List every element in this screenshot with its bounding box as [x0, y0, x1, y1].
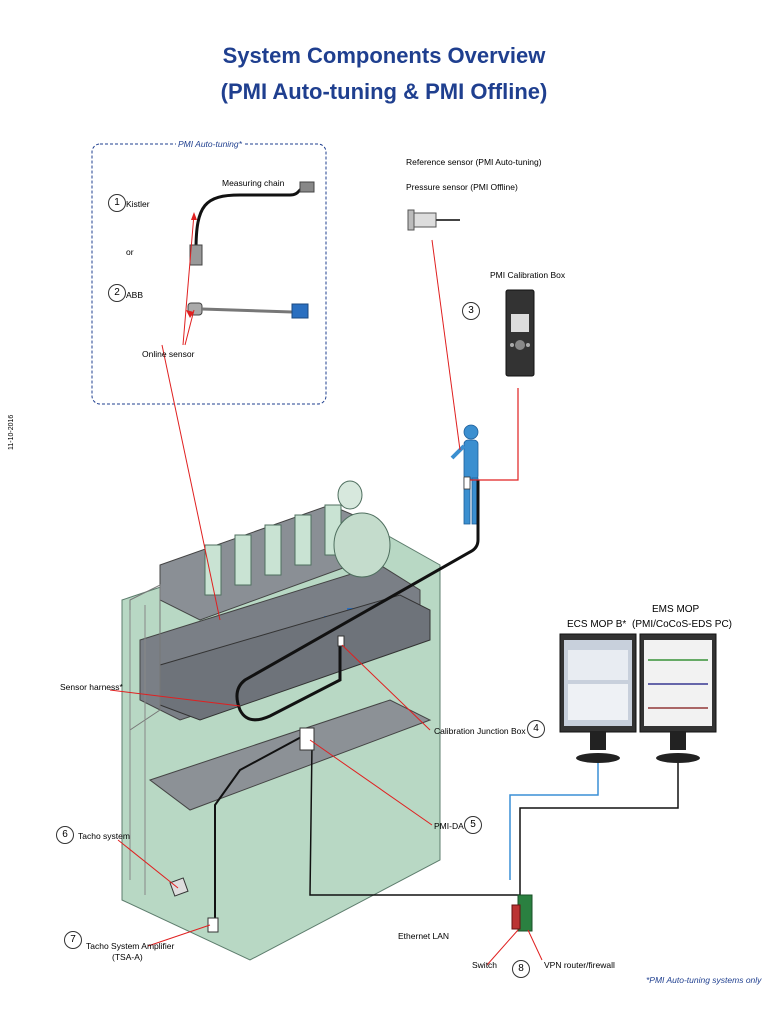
calibration-junction-box: [337, 635, 345, 647]
ems-mop-label-2: (PMI/CoCoS-EDS PC): [632, 619, 733, 630]
tacho-system-box: [169, 877, 189, 897]
leader-lines: [109, 213, 543, 966]
auto-tuning-box: [91, 143, 327, 405]
engine-graphic: [121, 480, 441, 961]
callout-number-4: 4: [527, 720, 545, 738]
footnote: *PMI Auto-tuning systems only: [646, 975, 762, 985]
page-subtitle: (PMI Auto-tuning & PMI Offline): [220, 79, 548, 104]
measuring-chain-label: Measuring chain: [222, 178, 285, 188]
ems-cable: [519, 755, 679, 895]
tacho-amp-label-1: Tacho System Amplifier: [86, 941, 175, 951]
vpn-router-label: VPN router/firewall: [544, 960, 615, 970]
reference-sensor-label: Reference sensor (PMI Auto-tuning): [406, 157, 542, 167]
ems-mop-monitor: [639, 633, 717, 763]
abb-label: ABB: [126, 290, 144, 300]
ecs-mop-monitor: [559, 633, 637, 763]
ethernet-lan-cable: [309, 744, 520, 896]
callout-number-8: 8: [512, 960, 530, 978]
ecs-cable: [509, 755, 599, 880]
auto-tuning-box-label: PMI Auto-tuning*: [176, 139, 244, 149]
pmi-dau-box: [299, 727, 315, 751]
callout-number-7: 7: [64, 931, 82, 949]
ecs-mop-label: ECS MOP B*: [567, 619, 627, 630]
calibration-box-label: PMI Calibration Box: [490, 270, 566, 280]
calibration-box-graphic: [505, 289, 535, 377]
callout-number-2: 2: [108, 284, 126, 302]
sensor-harness-cable: [235, 480, 480, 722]
or-label: or: [126, 247, 134, 257]
callout-number-1: 1: [108, 194, 126, 212]
tacho-amp-label-2: (TSA-A): [112, 952, 143, 962]
callout-number-6: 6: [56, 826, 74, 844]
sensor-harness-label: Sensor harness*: [60, 682, 123, 692]
tacho-amp-box: [207, 917, 219, 933]
ems-mop-label-1: EMS MOP: [652, 604, 700, 615]
pmi-dau-label: PMI-DAU: [434, 821, 470, 831]
switch-router-graphic: [511, 894, 533, 932]
pressure-sensor-label: Pressure sensor (PMI Offline): [406, 182, 518, 192]
page-title: System Components Overview: [222, 43, 546, 68]
tacho-system-label: Tacho system: [78, 831, 130, 841]
switch-label: Switch: [472, 960, 498, 970]
calibration-junction-box-label: Calibration Junction Box: [434, 726, 526, 736]
abb-sensor-graphic: [187, 302, 309, 319]
callout-number-3: 3: [462, 302, 480, 320]
online-sensor-label: Online sensor: [142, 349, 195, 359]
kistler-sensor-graphic: [189, 181, 315, 266]
reference-sensor-graphic: [407, 209, 460, 231]
ethernet-lan-label: Ethernet LAN: [398, 931, 450, 941]
callout-number-5: 5: [464, 816, 482, 834]
dau-tacho-cable: [214, 734, 306, 920]
technician-figure: [450, 424, 479, 525]
kistler-label: Kistler: [126, 199, 150, 209]
